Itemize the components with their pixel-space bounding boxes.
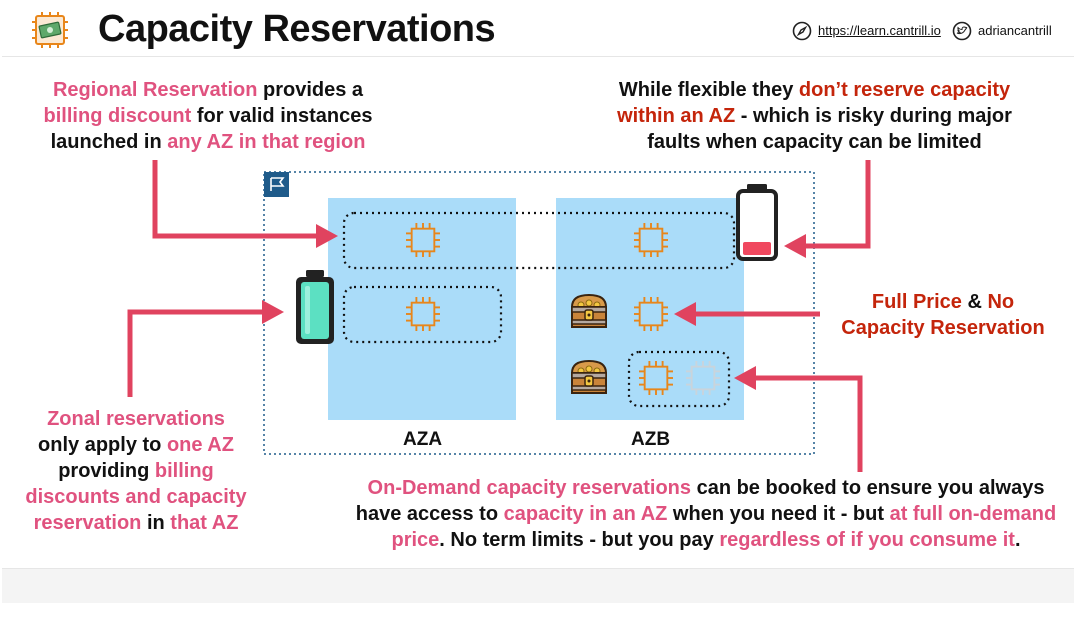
price-term: price [391,529,440,551]
text-segment: providing [58,460,155,482]
treasure-chest-icon [570,359,608,395]
zonal-reservation-text: Zonal reservations only apply to one AZ … [16,406,256,536]
battery-low-icon [736,184,778,261]
bottom-bar [2,568,1074,603]
text-segment: launched in [50,131,168,153]
arrowhead [316,224,338,248]
text-segment: have access to [355,503,504,525]
arrow-regional [152,160,320,239]
arrowhead [784,234,806,258]
capacity-in-az-term: capacity in an AZ [503,503,668,525]
text-segment: . [1014,529,1021,551]
text-segment: for valid instances [191,105,373,127]
zonal-reservation-group [342,285,503,344]
az-b-label: AZB [631,429,671,450]
no-term: No [987,291,1015,313]
text-segment: & [961,291,988,313]
that-az-term: that AZ [170,512,239,534]
text-segment: can be booked to ensure you always [691,477,1045,499]
text-segment: faults when capacity can be limited [647,131,982,153]
reserved-instance-icon [32,12,68,48]
twitter-handle[interactable]: adriancantrill [978,23,1052,38]
one-az-term: one AZ [166,434,234,456]
diagram [127,160,871,472]
capacity-reservation-term: Capacity Reservation [841,317,1045,339]
arrow-on-demand [754,375,863,472]
any-az-term: any AZ in that region [167,131,366,153]
slide: Capacity Reservations https://learn.cant… [2,2,1074,602]
zonal-reservations-term: Zonal reservations [47,408,225,430]
arrowhead [674,302,696,326]
twitter-bird-icon [952,21,972,41]
arrowhead [262,300,284,324]
region-flag-icon [264,172,289,197]
az-a-panel [328,198,516,420]
text-segment: . No term limits - but you pay [439,529,720,551]
billing-discount-term: billing discount [43,105,192,127]
text-segment: in [141,512,171,534]
treasure-chest-icon [570,293,608,329]
arrow-flexible [806,160,871,249]
billing-term: billing [154,460,214,482]
header: Capacity Reservations https://learn.cant… [2,2,1074,57]
discounts-term: discounts and capacity [25,486,247,508]
regardless-term: regardless of if you consume it [719,529,1015,551]
full-price-term: Full Price [871,291,962,313]
within-az-term: within an AZ [617,105,736,127]
regional-reservation-group [342,211,736,270]
arrow-zonal [127,309,262,397]
az-a-label: AZA [403,429,443,450]
site-link[interactable]: https://learn.cantrill.io [818,23,941,38]
reservation-term: reservation [33,512,142,534]
flexible-warning-text: While flexible they don’t reserve capaci… [602,77,1027,155]
on-demand-text: On-Demand capacity reservations can be b… [348,475,1064,553]
battery-full-icon [296,270,334,344]
arrowhead [734,366,756,390]
regional-reservation-term: Regional Reservation [52,79,258,101]
page-title: Capacity Reservations [98,8,496,50]
no-reserve-term: don’t reserve capacity [798,79,1011,101]
regional-reservation-text: Regional Reservation provides a billing … [38,77,378,155]
text-segment: provides a [257,79,364,101]
full-price-text: Full Price & No Capacity Reservation [828,289,1058,341]
full-on-demand-term: at full on-demand [889,503,1057,525]
text-segment: when you need it - but [667,503,890,525]
text-segment: only apply to [38,434,167,456]
on-demand-term: On-Demand capacity reservations [367,477,692,499]
compass-icon [792,21,812,41]
text-segment: While flexible they [618,79,799,101]
text-segment: - which is risky during major [735,105,1012,127]
